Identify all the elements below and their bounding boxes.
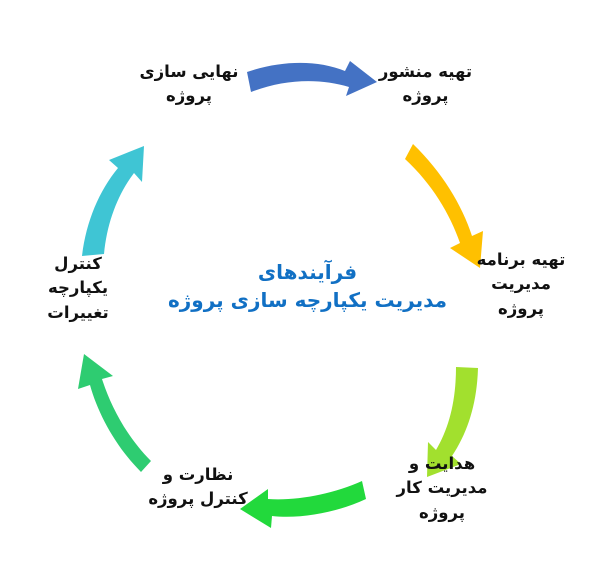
- arrow-top: [247, 61, 377, 96]
- node-label-monitor-control-project: نظارت و کنترل پروژه: [148, 465, 248, 509]
- arrow-top-shape: [247, 61, 377, 96]
- arrow-upper-left-shape: [82, 146, 144, 256]
- node-label-direct-manage-project-work: هدایت و مدیریت کار پروژه: [396, 454, 488, 522]
- node-label-develop-pm-plan: تهیه برنامه مدیریت پروژه: [476, 250, 566, 318]
- node-label-develop-project-charter: تهیه منشور پروژه: [378, 62, 473, 106]
- diagram-center-title: فرآیندهای مدیریت یکپارچه سازی پروژه: [167, 260, 448, 313]
- node-label-close-project: نهایی سازی پروژه: [139, 62, 239, 106]
- arrow-lower-left: [78, 354, 151, 472]
- arrow-lower-left-shape: [78, 354, 151, 472]
- arrow-upper-left: [82, 146, 144, 256]
- node-label-integrated-change-control: کنترل یکپارچه تغییرات: [47, 254, 109, 322]
